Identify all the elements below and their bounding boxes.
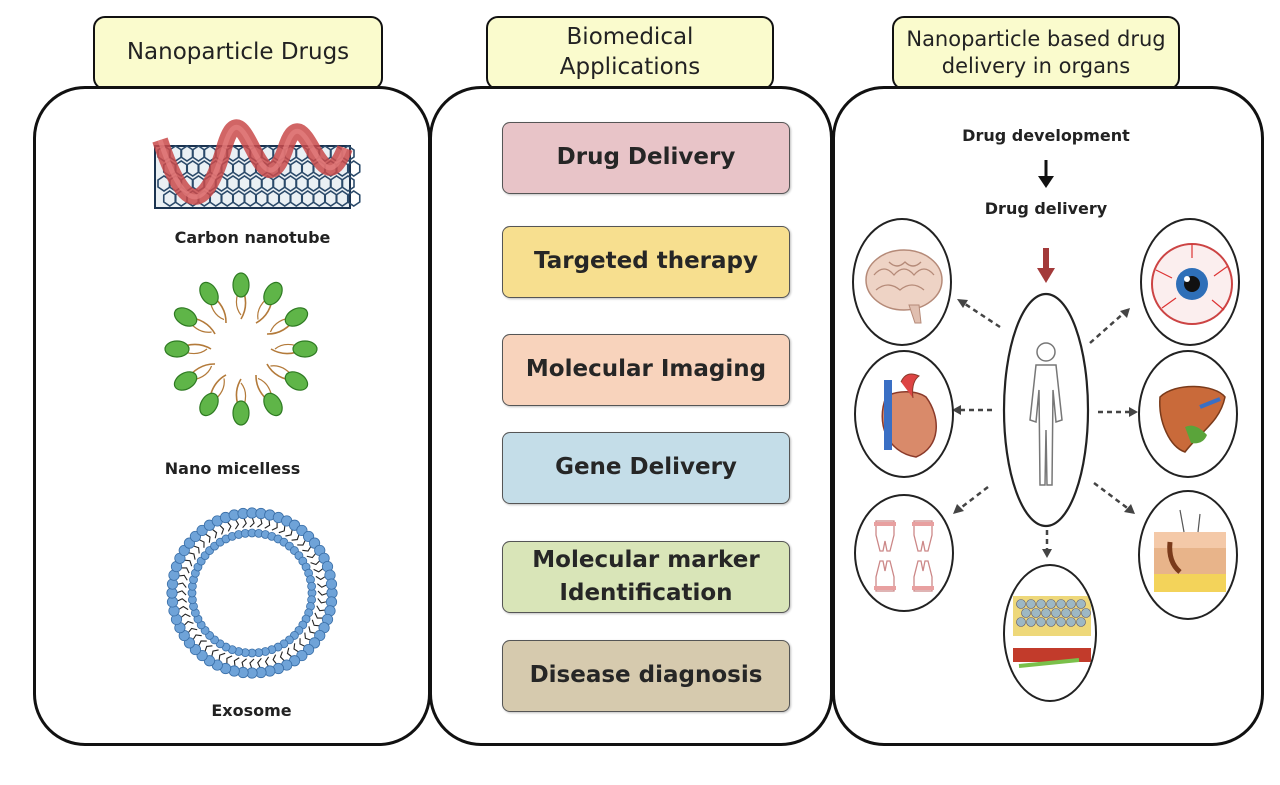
teeth-icon xyxy=(874,520,934,592)
drug-development-label: Drug development xyxy=(962,126,1130,145)
arrow-down-icon xyxy=(1038,176,1054,188)
drugs-title: Nanoparticle Drugs xyxy=(93,16,383,90)
flow-arrows xyxy=(952,160,1138,558)
skin-icon xyxy=(1154,509,1226,592)
app-gene-delivery: Gene Delivery xyxy=(502,432,790,504)
app-molecular-imaging: Molecular Imaging xyxy=(502,334,790,406)
app-drug-delivery: Drug Delivery xyxy=(502,122,790,194)
carbon-nanotube-icon xyxy=(152,119,361,209)
nano-micelle-label: Nano micelless xyxy=(164,459,301,478)
heart-icon xyxy=(881,373,937,458)
arrow-down-icon xyxy=(1037,268,1055,283)
blood-vessel-icon xyxy=(1013,596,1091,668)
applications-panel xyxy=(429,86,833,746)
teeth-circle xyxy=(854,494,954,612)
skin-circle xyxy=(1138,490,1238,620)
exosome-label: Exosome xyxy=(211,701,292,720)
eye-circle xyxy=(1140,218,1240,346)
human-body-icon xyxy=(1029,342,1063,486)
carbon-nanotube-label: Carbon nanotube xyxy=(174,228,331,247)
app-molecular-marker: Molecular marker Identification xyxy=(502,541,790,613)
heart-circle xyxy=(854,350,954,478)
app-disease-diagnosis: Disease diagnosis xyxy=(502,640,790,712)
nano-micelle-icon xyxy=(164,272,318,426)
drug-delivery-label: Drug delivery xyxy=(984,199,1108,218)
blood-vessel-circle xyxy=(1003,564,1097,702)
brain-icon xyxy=(865,249,943,324)
exosome-icon xyxy=(166,507,338,679)
body-ellipse xyxy=(1002,292,1090,528)
app-targeted-therapy: Targeted therapy xyxy=(502,226,790,298)
liver-icon xyxy=(1159,385,1226,453)
eye-icon xyxy=(1151,243,1233,325)
brain-circle xyxy=(852,218,952,346)
liver-circle xyxy=(1138,350,1238,478)
